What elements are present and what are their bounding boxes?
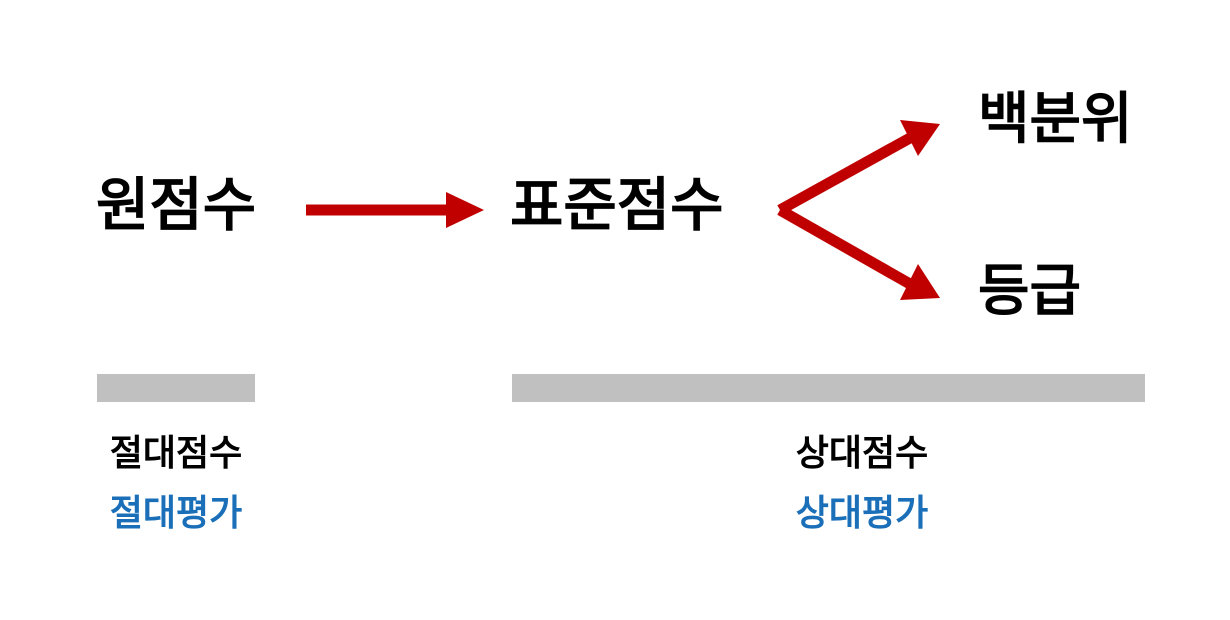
relative-score-label: 상대점수 (795, 433, 929, 474)
percentile-node: 백분위 (978, 87, 1133, 152)
relative-group-bar (512, 374, 1145, 402)
raw-score-node: 원점수 (96, 171, 257, 239)
standard-score-node: 표준점수 (510, 171, 724, 239)
arrow-standard-to-percentile (777, 120, 940, 215)
grade-node: 등급 (978, 259, 1082, 324)
absolute-evaluation-label: 절대평가 (109, 493, 243, 534)
relative-evaluation-label: 상대평가 (795, 493, 929, 534)
absolute-score-label: 절대점수 (109, 433, 243, 474)
absolute-group-bar (97, 374, 255, 402)
arrow-raw-to-standard (306, 192, 484, 228)
arrow-standard-to-grade (777, 205, 940, 300)
